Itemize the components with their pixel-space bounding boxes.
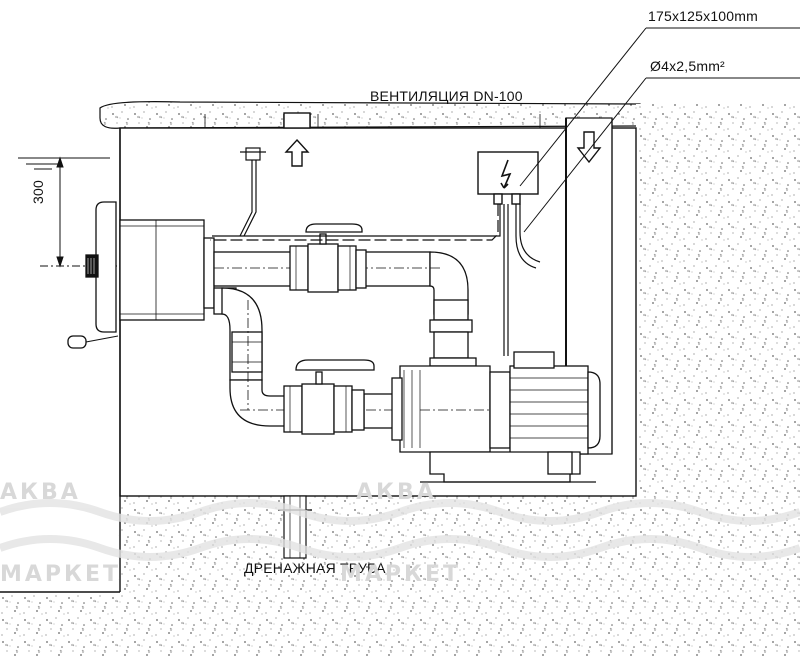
watermark-market-center: МАРКЕТ [340, 562, 462, 587]
upper-pipe [213, 251, 469, 315]
upper-valve [289, 223, 367, 293]
watermark-aqua-left: АКВА [0, 480, 81, 505]
watermark-aqua-center: АКВА [356, 480, 437, 505]
pump-inlet [429, 299, 477, 367]
cable-label: Ø4x2,5mm² [650, 58, 725, 74]
sensor [240, 147, 266, 161]
cables [210, 160, 541, 356]
wall-fitting [67, 201, 215, 349]
ventilation-label: ВЕНТИЛЯЦИЯ DN-100 [370, 88, 523, 104]
watermark-market-left: МАРКЕТ [0, 562, 122, 587]
high-voltage-icon [500, 159, 512, 189]
leader-lines [519, 27, 800, 233]
pump [391, 351, 601, 483]
down-arrow-icon [576, 131, 602, 164]
drain-label: ДРЕНАЖНАЯ ТРУБА [244, 560, 386, 576]
ventilation-dn: DN-100 [473, 88, 523, 104]
depth-value: 300 [30, 180, 46, 204]
ground [0, 101, 800, 656]
up-arrow-icon [284, 138, 310, 167]
water-level [18, 157, 110, 170]
junction-box [477, 151, 539, 205]
lower-valve [283, 359, 375, 435]
ventilation-text: ВЕНТИЛЯЦИЯ [370, 88, 470, 104]
box-size-label: 175x125x100mm [648, 8, 758, 24]
watermark-waves [0, 499, 800, 561]
